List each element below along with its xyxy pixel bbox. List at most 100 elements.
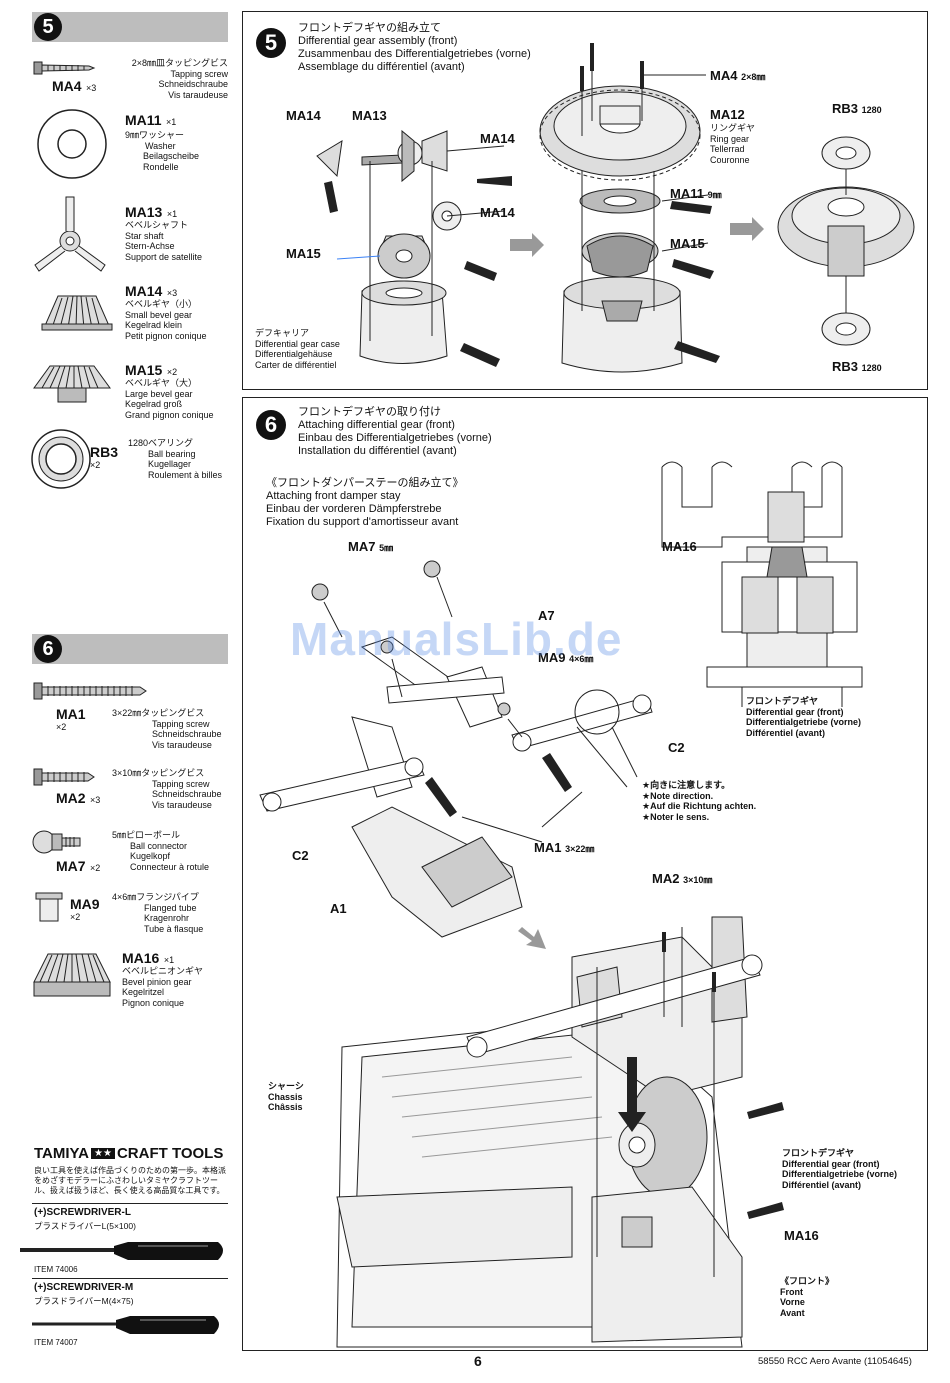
note-de: ★Auf die Richtung achten. [642, 801, 757, 811]
title-de: Einbau des Differentialgetriebes (vorne) [298, 432, 492, 444]
part-ma16: MA16 ×1 [122, 950, 174, 968]
ring-gear [539, 85, 701, 177]
callout-a1: A1 [330, 901, 347, 916]
divider [32, 1203, 228, 1204]
step6-parts-header-bar [32, 634, 228, 664]
part-code: MA4 [52, 78, 82, 94]
desc-de: Schneidschraube [158, 79, 228, 89]
part-code: MA1 [56, 706, 86, 722]
bevel-pinion-gear-icon [33, 953, 111, 997]
part-ma9-desc: 4×6㎜フランジパイプ Flanged tube Kragenrohr Tube… [112, 892, 203, 934]
callout-code: MA9 [538, 650, 566, 665]
star-shaft-assembly [316, 129, 462, 279]
assembled-diff [777, 186, 915, 277]
desc-en: Flanged tube [144, 902, 197, 913]
part-code: RB3 [90, 444, 119, 460]
diff-case-label: デフキャリア Differential gear case Differenti… [255, 328, 340, 370]
part-qty: ×3 [90, 795, 101, 805]
desc-en: Tapping screw [152, 778, 210, 789]
part-qty: ×2 [90, 460, 101, 470]
part-ma11: MA11 ×1 [125, 112, 176, 130]
desc-de: Kugellager [148, 459, 192, 469]
ring-gear-label: リングギヤ Ring gear Tellerrad Couronne [710, 123, 755, 165]
ball-connector-icon [32, 830, 81, 854]
part-qty: ×1 [166, 209, 178, 219]
desc-en: Tapping screw [152, 718, 210, 729]
subtitle-en: Attaching front damper stay [266, 490, 401, 502]
title-en: Differential gear assembly (front) [298, 35, 458, 47]
desc-jp: 4×6㎜フランジパイプ [112, 892, 199, 902]
part-ma15-desc: ベベルギヤ（大） Large bevel gear Kegelrad groß … [125, 378, 214, 420]
diff-label-top: フロントデフギヤ Differential gear (front) Diffe… [746, 696, 861, 738]
jp-text-line: をめざすモデラーにふさわしいタミヤクラフトツー [34, 1176, 218, 1185]
desc-jp: 9㎜ワッシャー [125, 130, 185, 140]
desc-de: Schneidschraube [152, 729, 222, 739]
desc-fr: Petit pignon conique [125, 330, 207, 341]
part-qty: ×2 [56, 722, 67, 732]
callout-size: 4×6㎜ [569, 654, 594, 664]
tool2-jp: プラスドライバーM(4×75) [34, 1296, 134, 1306]
label-de: Differentialgehäuse [255, 349, 333, 359]
callout-ma14-lower: MA14 [480, 205, 515, 220]
part-ma9: MA9 ×2 [70, 896, 100, 922]
part-ma11-desc: 9㎜ワッシャー Washer Beilagscheibe Rondelle [125, 130, 199, 172]
desc-en: Bevel pinion gear [122, 976, 192, 987]
flow-arrows [510, 217, 764, 257]
short-tapping-screw-icon [33, 768, 95, 786]
screws-middle [670, 201, 720, 363]
direction-pointer [611, 726, 638, 778]
part-qty: ×3 [166, 288, 178, 298]
desc-fr: Roulement à billes [148, 469, 223, 480]
part-ma4: MA4 ×3 [52, 78, 96, 96]
tapping-screw-small-icon [33, 61, 96, 75]
subtitle-jp: 《フロントダンパーステーの組み立て》 [266, 477, 464, 489]
screwdriver-m-icon [32, 1316, 219, 1334]
label-fr: Différentiel (avant) [746, 727, 826, 738]
jp-text-line: 良い工具を使えば作品づくりのための第一歩。本格派 [34, 1166, 226, 1175]
callout-c2-left: C2 [292, 848, 309, 863]
label-fr: Carter de différentiel [255, 359, 337, 370]
part-qty: ×2 [90, 863, 101, 873]
callout-code: RB3 [832, 101, 859, 116]
part-qty: ×3 [86, 83, 97, 93]
large-bevel-gear-icon [33, 365, 111, 403]
ring-gear-teeth [539, 89, 701, 181]
desc-fr: Support de satellite [125, 251, 203, 262]
step6-assembly-drawing [259, 461, 863, 1348]
label-fr: Châssis [268, 1102, 303, 1112]
desc-jp: 3×22㎜タッピングビス [112, 708, 205, 718]
label-en: Differential gear (front) [782, 1158, 880, 1169]
callout-size: 3×22㎜ [565, 844, 595, 854]
c2-arm-right [511, 694, 653, 752]
label-jp: フロントデフギヤ [782, 1148, 855, 1158]
part-ma1: MA1 ×2 [56, 706, 86, 732]
callout-code: MA4 [710, 68, 738, 83]
callout-ma1: MA1 3×22㎜ [534, 840, 594, 855]
desc-en: Large bevel gear [125, 388, 193, 399]
desc-de: Stern-Achse [125, 241, 175, 251]
part-code: MA14 [125, 283, 163, 299]
step6-title: フロントデフギヤの取り付け Attaching differential gea… [298, 406, 492, 458]
part-ma13-desc: ベベルシャフト Star shaft Stern-Achse Support d… [125, 220, 202, 262]
label-jp: フロントデフギヤ [746, 696, 819, 706]
step5-panel [242, 11, 928, 390]
chassis-top-detail [661, 461, 863, 707]
screw-icons-left [324, 176, 512, 367]
ball-connectors [311, 560, 511, 716]
desc-jp: 2×8㎜皿タッピングビス [131, 58, 228, 68]
tool1-name: (+)SCREWDRIVER-L [34, 1207, 131, 1218]
part-ma14-desc: ベベルギヤ（小） Small bevel gear Kegelrad klein… [125, 299, 207, 341]
note-en: ★Note direction. [642, 790, 714, 801]
label-de: Differentialgetriebe (vorne) [782, 1169, 898, 1179]
part-code: MA9 [70, 896, 100, 912]
step6-subtitle: 《フロントダンパーステーの組み立て》 Attaching front dampe… [266, 477, 463, 529]
part-ma13: MA13 ×1 [125, 204, 177, 222]
diff-case [359, 280, 448, 364]
step5-assembly-drawing [316, 43, 915, 373]
callout-size: 2×8㎜ [741, 72, 766, 82]
label-en: Differential gear (front) [746, 706, 844, 717]
part-rb3-desc: 1280ベアリング Ball bearing Kugellager Roulem… [128, 438, 222, 480]
desc-jp: 1280ベアリング [128, 438, 194, 448]
desc-fr: Vis taraudeuse [152, 739, 212, 750]
divider [32, 1278, 228, 1279]
